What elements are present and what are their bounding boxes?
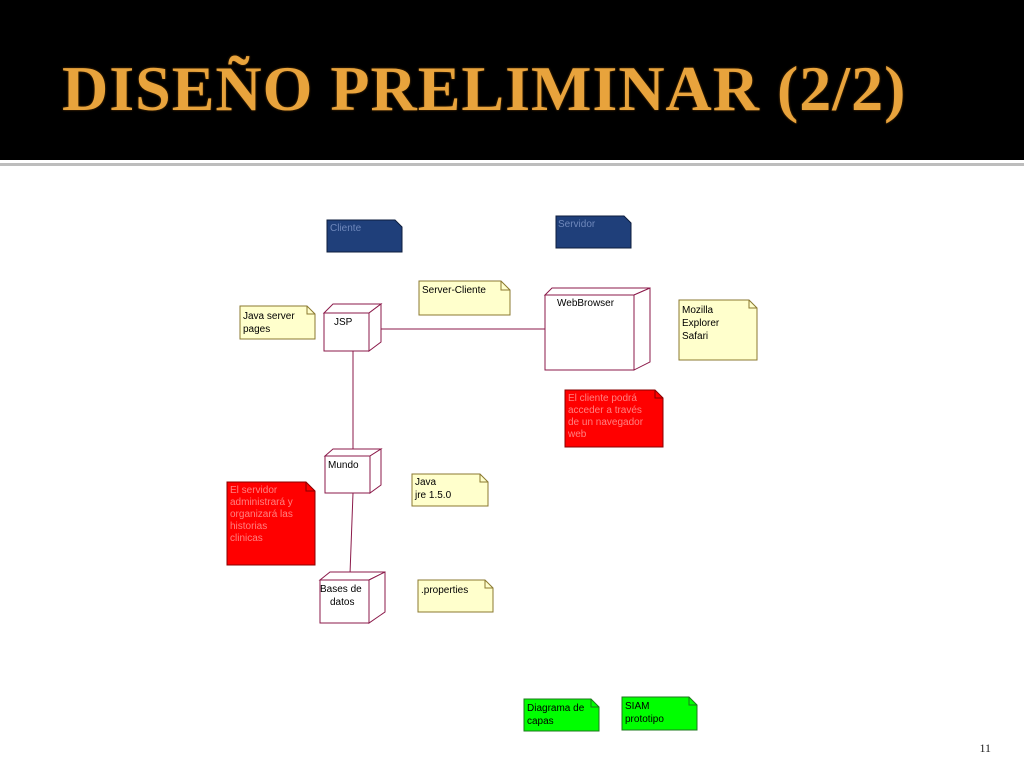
note-servidor-historias-line2: administrará y (230, 497, 293, 508)
note-properties-label: .properties (421, 585, 468, 596)
note-siam-prototipo-line2: prototipo (625, 714, 664, 725)
note-java-server-pages-line1: Java server (243, 311, 295, 322)
note-siam-prototipo[interactable]: SIAM prototipo (621, 696, 698, 731)
connector-mundo-bases (349, 492, 354, 575)
note-browsers-line1: Mozilla (682, 305, 714, 316)
node-bases-label-line1: Bases de (320, 584, 362, 595)
note-servidor-historias-line5: clinicas (230, 533, 263, 544)
slide-header: DISEÑO PRELIMINAR (2/2) (0, 0, 1024, 160)
node-bases-de-datos: Bases de datos (318, 571, 386, 624)
note-java-jre: Java jre 1.5.0 (411, 473, 489, 507)
note-cliente-navegador-line1: El cliente podrá (568, 393, 637, 404)
note-java-jre-line2: jre 1.5.0 (414, 490, 452, 501)
node-mundo-label: Mundo (328, 460, 359, 471)
note-browsers-line3: Safari (682, 331, 708, 342)
page-number: 11 (979, 741, 991, 755)
note-diagrama-capas-line2: capas (527, 716, 554, 727)
note-java-server-pages: Java server pages (239, 305, 316, 340)
package-servidor: Servidor (555, 215, 632, 249)
package-cliente: Cliente (326, 219, 403, 253)
package-servidor-label: Servidor (558, 219, 596, 230)
note-java-jre-line1: Java (415, 477, 437, 488)
node-jsp: JSP (322, 303, 383, 352)
package-cliente-label: Cliente (330, 223, 362, 234)
node-webbrowser: WebBrowser (543, 287, 651, 371)
note-server-cliente-label: Server-Cliente (422, 285, 486, 296)
slide-title: DISEÑO PRELIMINAR (2/2) (62, 53, 907, 124)
note-browsers-line2: Explorer (682, 318, 720, 329)
header-divider (0, 163, 1024, 166)
note-diagrama-capas-line1: Diagrama de (527, 703, 585, 714)
note-cliente-navegador-line2: acceder a través (568, 405, 642, 416)
note-servidor-historias-line3: organizará las (230, 509, 293, 520)
node-mundo: Mundo (323, 448, 383, 494)
note-browsers: Mozilla Explorer Safari (678, 299, 758, 361)
note-java-server-pages-line2: pages (243, 324, 270, 335)
note-cliente-navegador-line3: de un navegador (568, 417, 644, 428)
note-server-cliente: Server-Cliente (418, 280, 511, 316)
note-servidor-historias-line4: historias (230, 521, 267, 532)
note-cliente-navegador: El cliente podrá acceder a través de un … (564, 389, 664, 448)
node-webbrowser-label: WebBrowser (557, 298, 615, 309)
note-cliente-navegador-line4: web (567, 429, 587, 440)
node-bases-label-line2: datos (330, 597, 354, 608)
note-siam-prototipo-line1: SIAM (625, 701, 649, 712)
note-diagrama-capas[interactable]: Diagrama de capas (523, 698, 600, 732)
note-properties: .properties (417, 579, 494, 613)
note-servidor-historias-line1: El servidor (230, 485, 278, 496)
node-jsp-label: JSP (334, 317, 353, 328)
note-servidor-historias: El servidor administrará y organizará la… (226, 481, 316, 566)
